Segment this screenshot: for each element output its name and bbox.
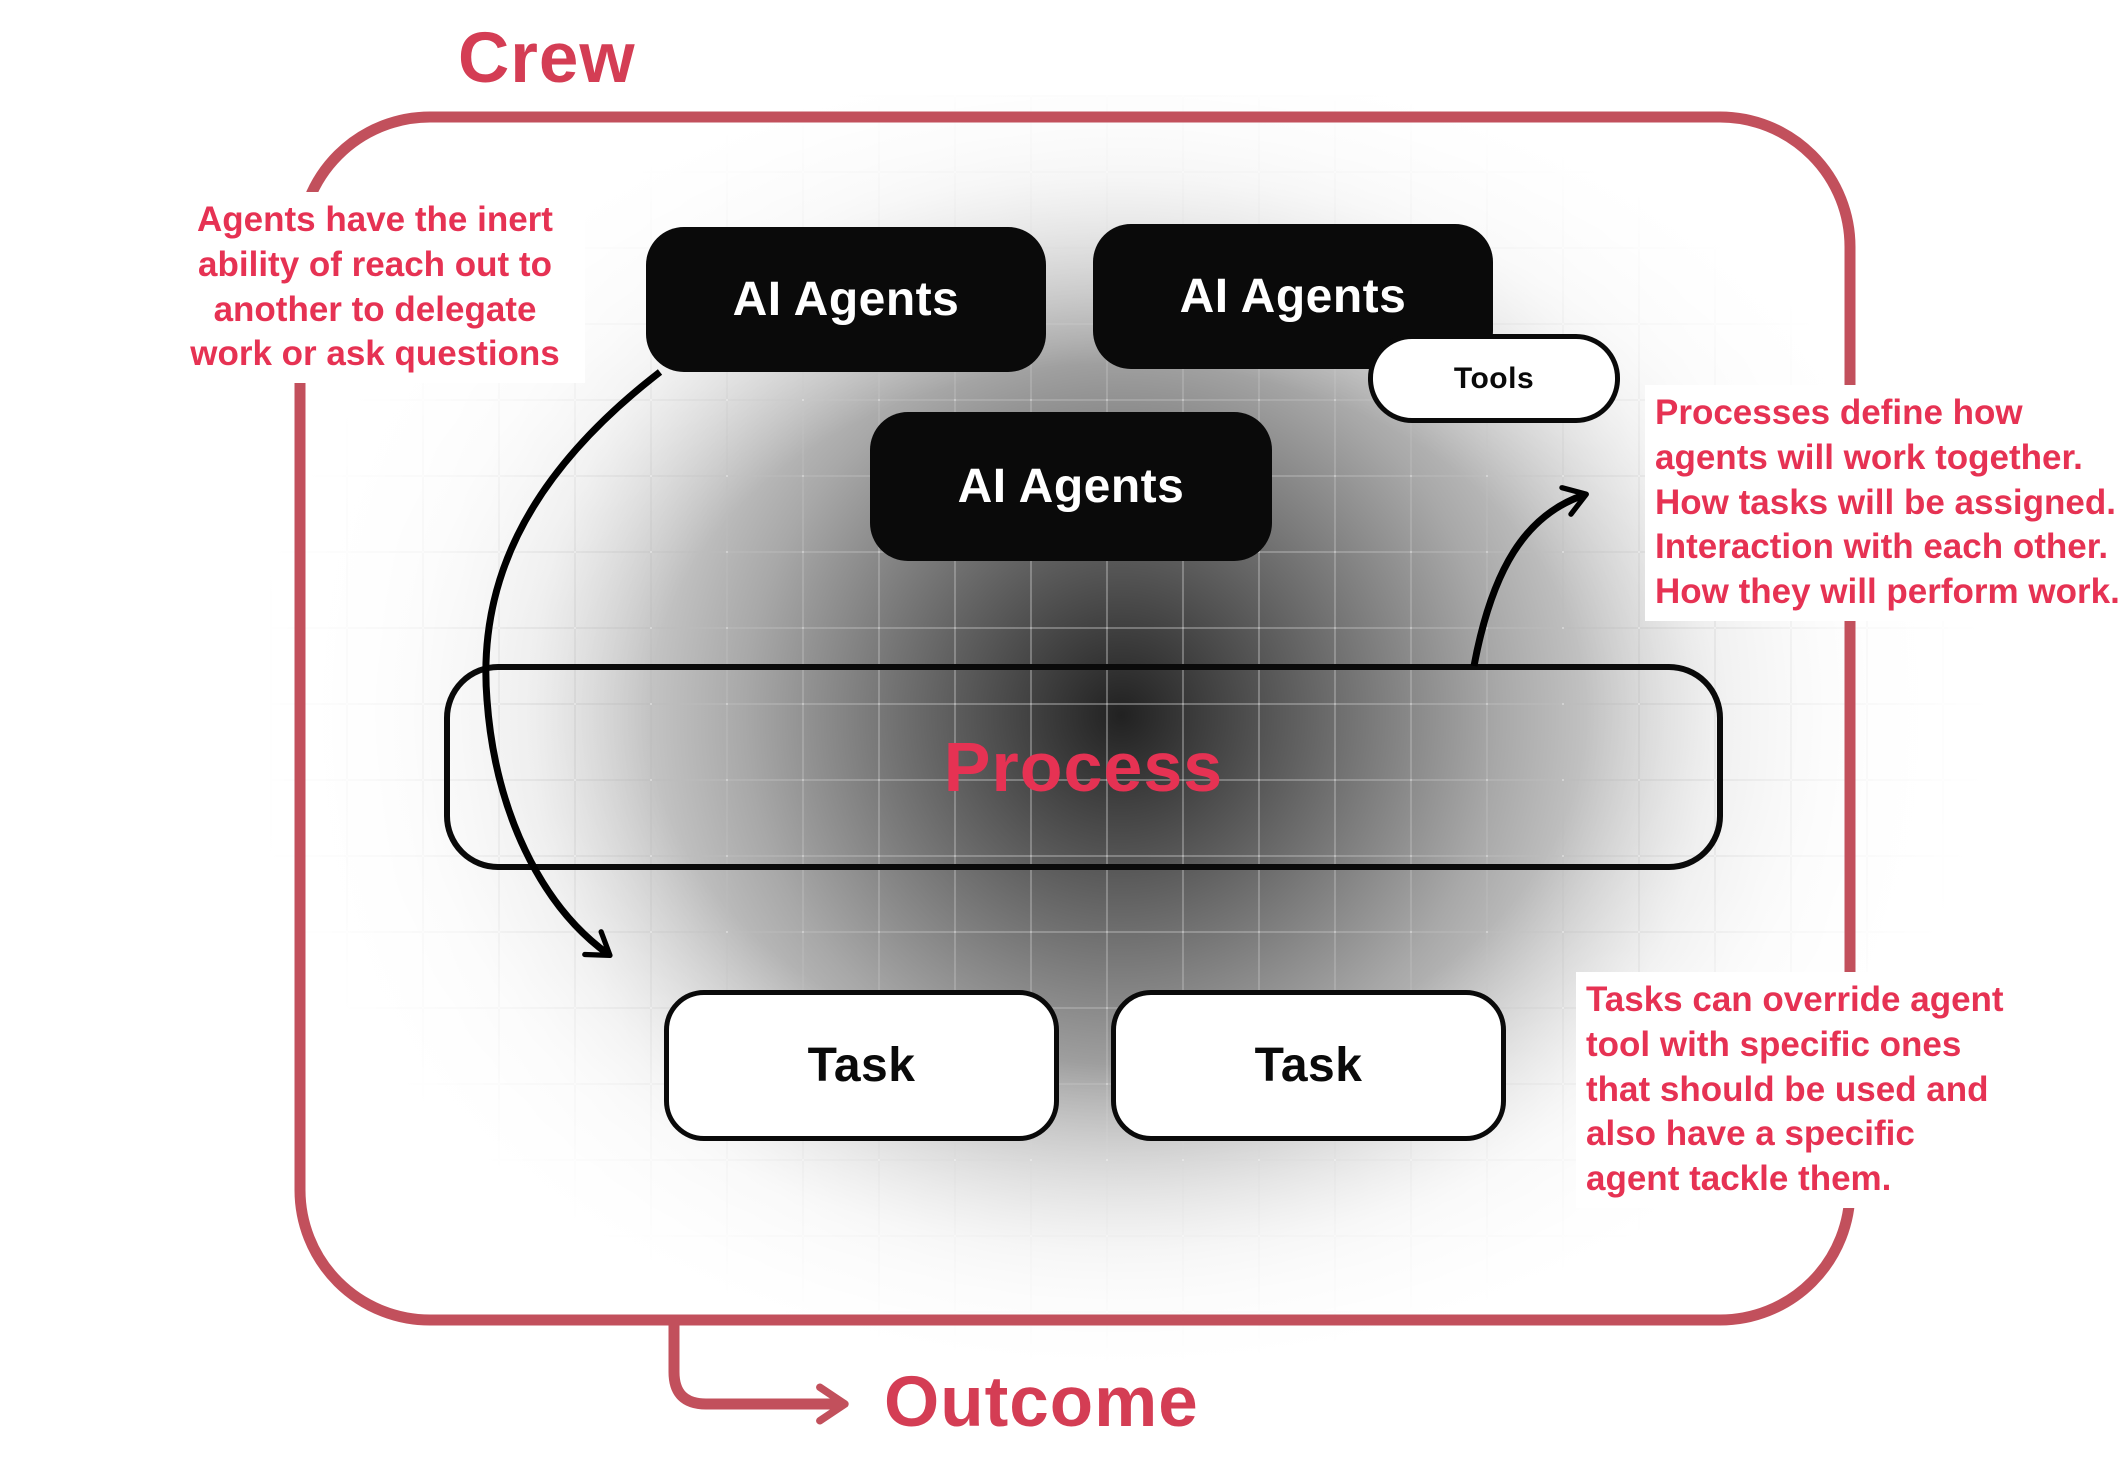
annotation-delegation: Agents have the inert ability of reach o…: [165, 192, 585, 384]
task-box-2: Task: [1111, 990, 1506, 1141]
ai-agents-box-3: AI Agents: [870, 412, 1272, 561]
task-box-1: Task: [664, 990, 1059, 1141]
ai-agents-label-3: AI Agents: [957, 460, 1185, 513]
task-label-1: Task: [807, 1039, 916, 1092]
ai-agents-box-1: AI Agents: [646, 227, 1046, 372]
ai-agents-label-1: AI Agents: [732, 273, 960, 326]
ai-agents-label-2: AI Agents: [1179, 270, 1407, 323]
process-label: Process: [943, 728, 1224, 806]
crew-title: Crew: [458, 19, 636, 98]
annotation-process: Processes define how agents will work to…: [1645, 385, 2128, 621]
task-label-2: Task: [1254, 1039, 1363, 1092]
process-box: Process: [444, 664, 1723, 870]
tools-box: Tools: [1368, 334, 1620, 423]
outcome-title: Outcome: [884, 1363, 1199, 1442]
tools-label: Tools: [1453, 361, 1535, 395]
annotation-tasks: Tasks can override agent tool with speci…: [1576, 972, 2066, 1208]
